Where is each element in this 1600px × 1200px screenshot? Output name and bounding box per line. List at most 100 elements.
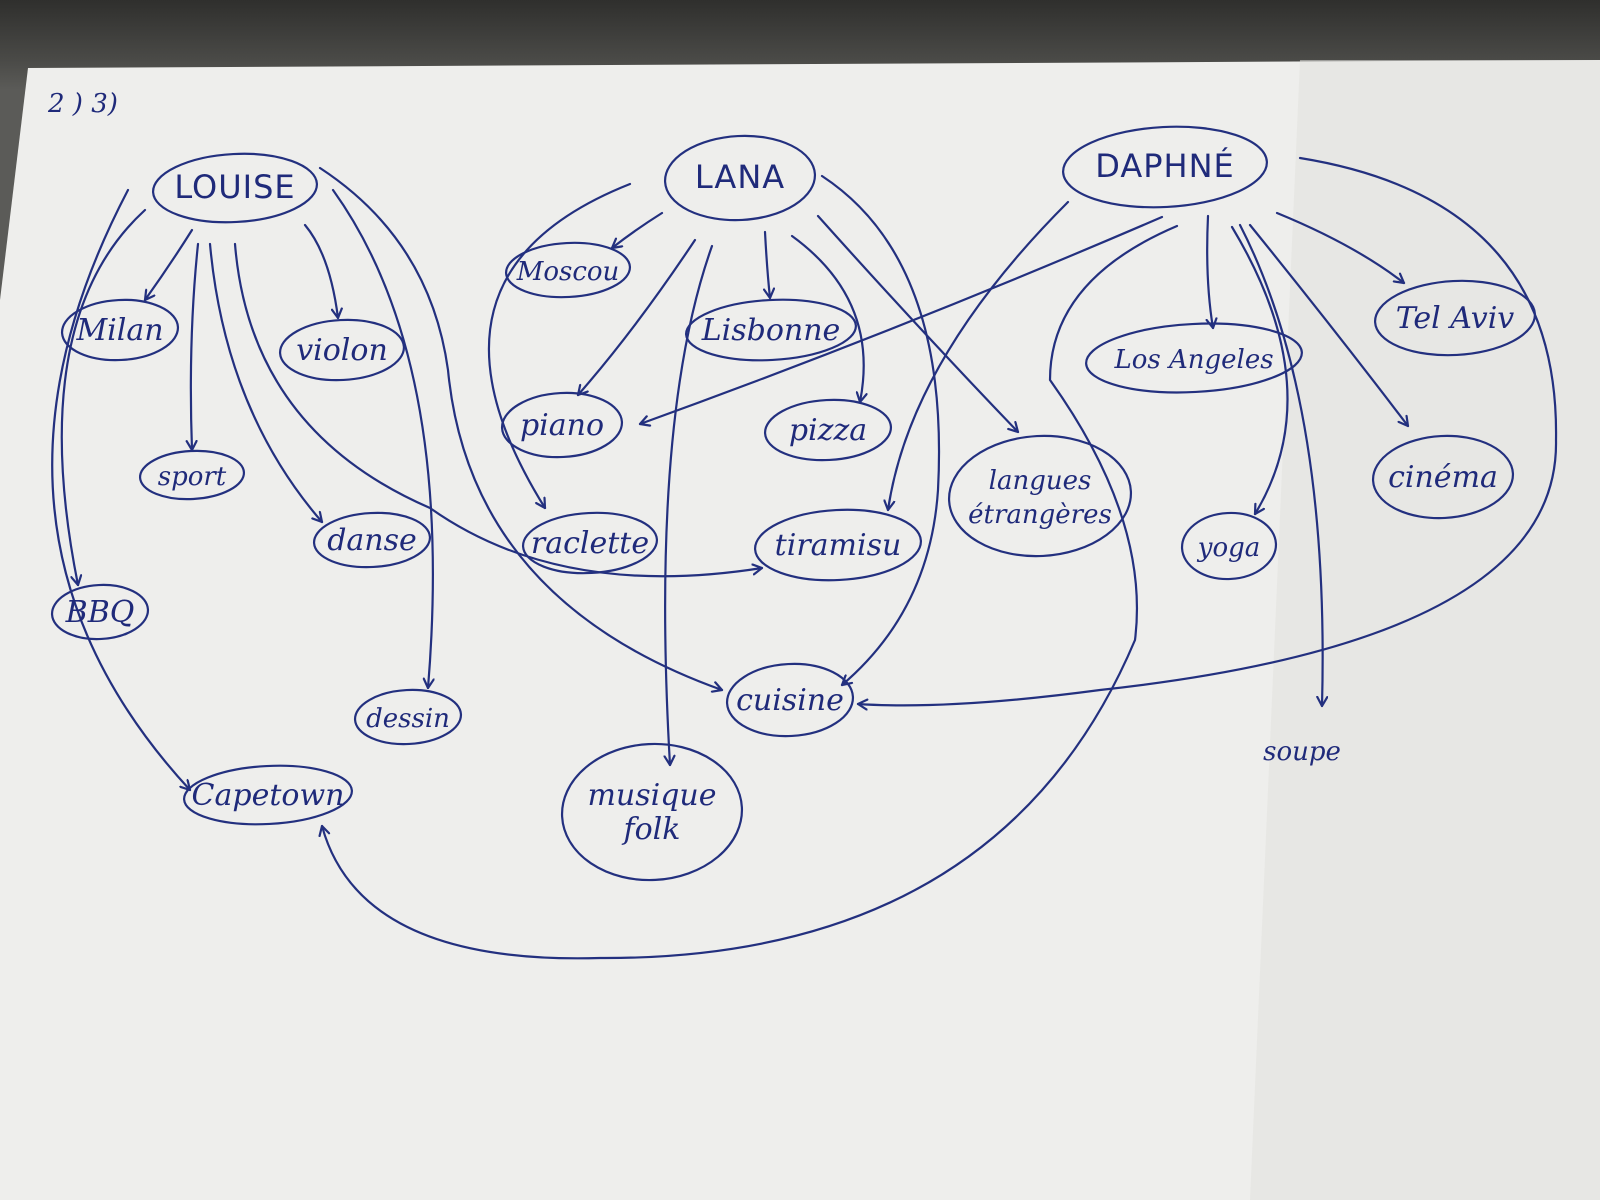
edge-louise-to-milan: [143, 228, 194, 302]
edge-louise-to-violon: [303, 223, 338, 320]
item-node-label: Tel Aviv: [1396, 301, 1515, 336]
item-node-outline: [312, 511, 432, 569]
item-node-outline: [50, 583, 150, 641]
item-node-outline: [1371, 434, 1515, 520]
item-node-outline: [1180, 511, 1278, 581]
item-node-outline: [685, 298, 857, 362]
edge-lana-to-pizza: [790, 234, 864, 404]
item-node-lisbonne: Lisbonne: [685, 298, 857, 362]
edge-louise-to-bbq: [60, 208, 147, 587]
edge-louise-to-cuisine: [318, 166, 724, 690]
item-node-label: BBQ: [65, 595, 135, 630]
edge-daphne-to-tel-aviv: [1275, 211, 1406, 285]
item-node-label: piano: [520, 408, 604, 443]
person-node-outline: [151, 152, 319, 224]
item-node-dessin: dessin: [353, 688, 463, 746]
item-node-outline: [753, 508, 923, 582]
edge-layer: [51, 156, 1558, 960]
item-node-langues: langues étrangères: [947, 434, 1133, 558]
item-node-label: yoga: [1197, 533, 1261, 563]
item-node-label: Capetown: [192, 778, 345, 813]
item-node-los-angeles: Los Angeles: [1085, 322, 1303, 394]
edge-louise-to-tiramisu: [233, 242, 764, 578]
edge-lana-to-lisbonne: [765, 230, 770, 300]
corner-note: 2 ) 3): [47, 89, 118, 119]
item-node-violon: violon: [278, 318, 406, 382]
item-node-outline: [1373, 279, 1537, 357]
person-node-louise: LOUISE: [151, 152, 319, 224]
item-node-label: soupe: [1263, 737, 1341, 767]
item-node-label: cuisine: [736, 683, 844, 718]
item-node-label: raclette: [531, 526, 649, 561]
edge-daphne-to-tiramisu: [888, 200, 1070, 512]
edge-louise-to-dessin: [331, 188, 433, 690]
edge-lana-to-langues: [816, 214, 1020, 434]
item-node-cuisine: cuisine: [725, 662, 855, 738]
item-node-outline: [183, 764, 353, 826]
edge-lana-to-moscou: [610, 211, 664, 250]
item-node-outline: [60, 298, 180, 362]
item-node-outline: [560, 742, 744, 882]
item-node-soupe: soupe: [1263, 737, 1341, 767]
item-node-cinema: cinéma: [1371, 434, 1515, 520]
item-node-outline: [504, 241, 632, 299]
edge-daphne-to-cinema: [1248, 223, 1410, 428]
edge-daphne-to-los-angeles: [1207, 214, 1213, 330]
item-node-piano: piano: [500, 391, 624, 459]
person-node-label: DAPHNÉ: [1095, 147, 1234, 185]
item-node-milan: Milan: [60, 298, 180, 362]
edge-louise-to-danse: [208, 242, 324, 524]
item-node-outline: [353, 688, 463, 746]
item-node-label: Lisbonne: [701, 313, 841, 348]
item-node-outline: [725, 662, 855, 738]
paper-surface: [0, 60, 1600, 1200]
item-node-outline: [763, 398, 893, 462]
item-node-yoga: yoga: [1180, 511, 1278, 581]
item-node-bbq: BBQ: [50, 583, 150, 641]
item-node-label: Moscou: [516, 257, 620, 287]
item-node-tiramisu: tiramisu: [753, 508, 923, 582]
item-node-label: musique: [587, 778, 716, 813]
person-node-outline: [663, 134, 817, 222]
edge-louise-to-sport: [191, 242, 200, 452]
item-node-outline: [1085, 322, 1303, 394]
item-node-label: sport: [158, 462, 227, 492]
item-node-sport: sport: [138, 449, 246, 501]
edge-daphne-to-yoga: [1230, 225, 1289, 516]
item-node-label: violon: [296, 333, 388, 368]
item-node-outline: [138, 449, 246, 501]
item-node-outline: [947, 434, 1133, 558]
edge-daphne-to-soupe: [1238, 223, 1323, 708]
edge-lana-to-raclette: [488, 182, 632, 510]
item-node-label: langues: [989, 466, 1092, 496]
person-node-lana: LANA: [663, 134, 817, 222]
edge-daphne-to-capetown: [322, 224, 1179, 960]
edge-lana-to-piano: [576, 238, 697, 397]
person-node-label: LOUISE: [174, 168, 295, 206]
item-node-outline: [500, 391, 624, 459]
item-node-pizza: pizza: [763, 398, 893, 462]
item-node-label: étrangères: [968, 500, 1112, 530]
edge-lana-to-cuisine: [820, 174, 941, 687]
item-node-moscou: Moscou: [504, 241, 632, 299]
item-node-outline: [278, 318, 406, 382]
item-node-label: dessin: [366, 704, 450, 734]
item-node-label: Milan: [75, 313, 163, 348]
paper-shade: [1250, 60, 1600, 1200]
person-node-outline: [1062, 125, 1268, 209]
item-node-label: cinéma: [1388, 460, 1498, 495]
item-node-label: pizza: [789, 413, 867, 448]
edge-daphne-to-piano: [638, 215, 1164, 424]
person-node-label: LANA: [695, 158, 785, 196]
item-node-capetown: Capetown: [183, 764, 353, 826]
item-node-label: danse: [327, 523, 417, 558]
edge-daphne-to-cuisine: [856, 156, 1558, 705]
edge-louise-to-capetown: [51, 188, 192, 792]
item-node-raclette: raclette: [521, 511, 659, 575]
item-node-tel-aviv: Tel Aviv: [1373, 279, 1537, 357]
item-node-danse: danse: [312, 511, 432, 569]
item-node-label: folk: [622, 812, 681, 847]
